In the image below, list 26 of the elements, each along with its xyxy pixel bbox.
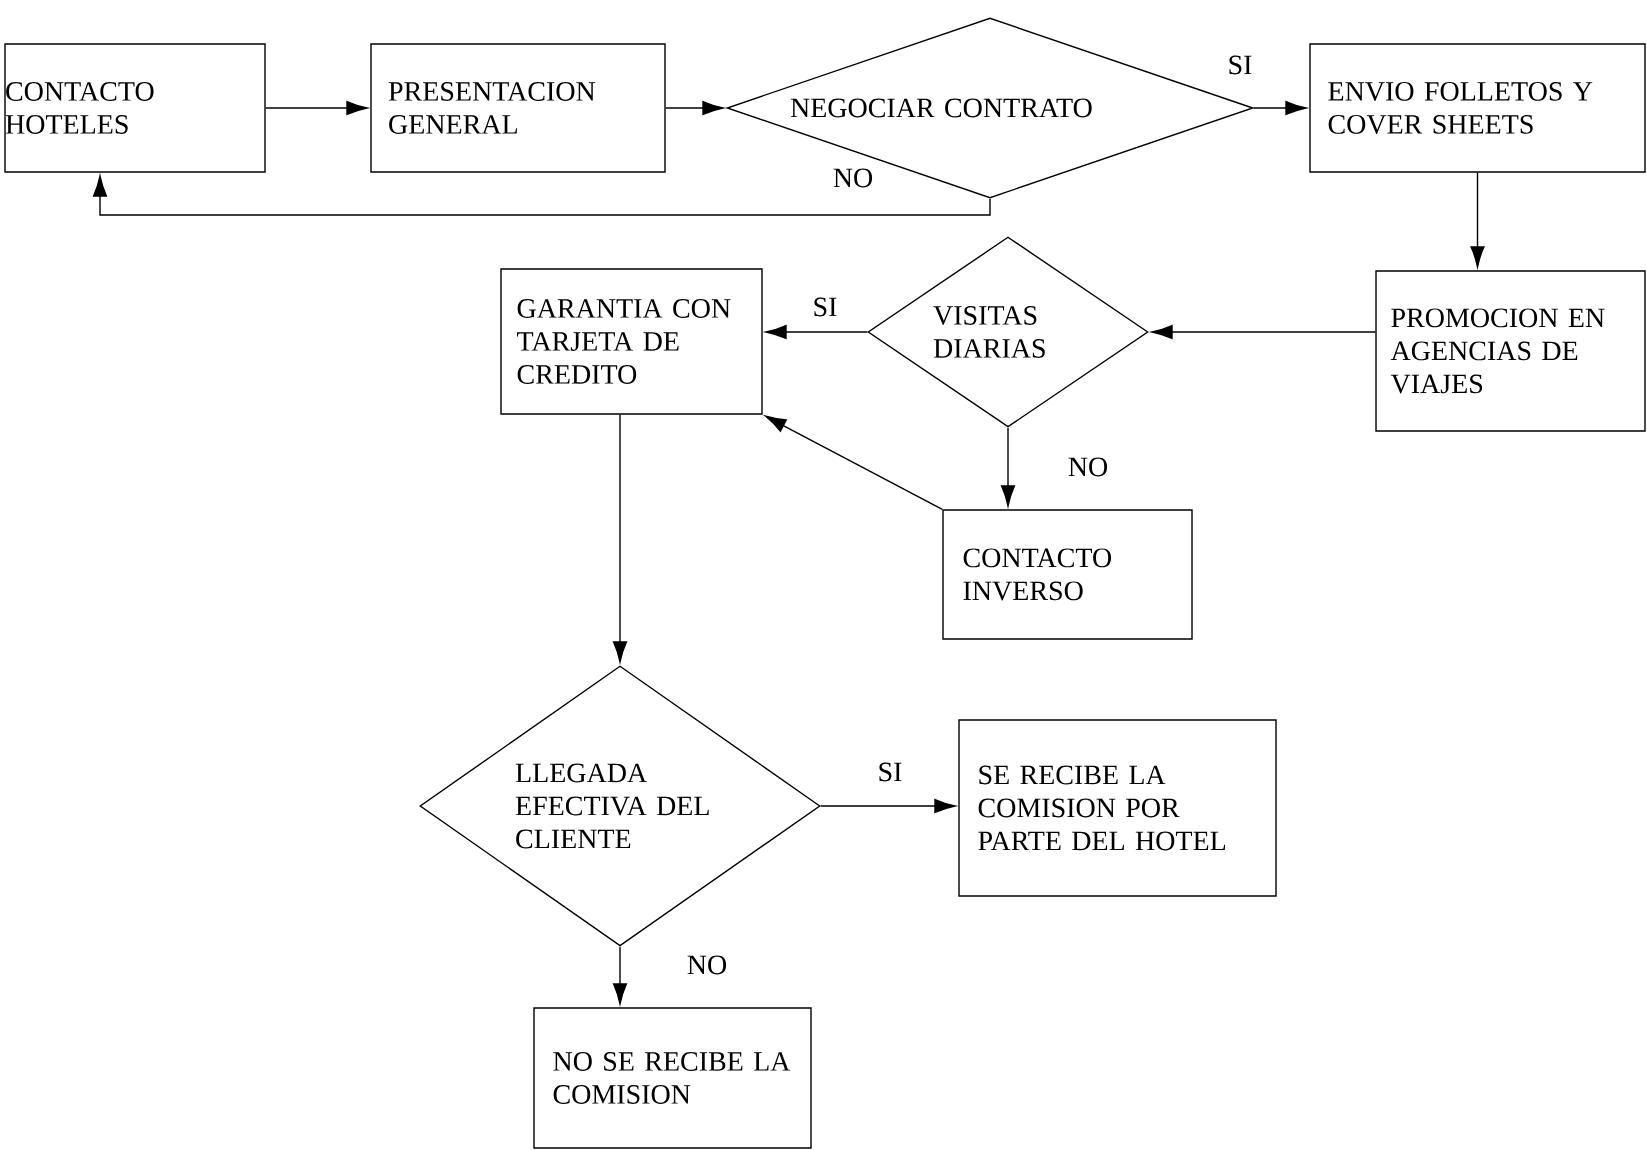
process-box: GARANTIA CON TARJETA DE CREDITO (500, 268, 763, 415)
arrow (665, 100, 724, 116)
arrow (1470, 172, 1485, 268)
edge-label: SI (810, 295, 840, 319)
edge-label: NO (684, 953, 730, 977)
arrow (265, 100, 368, 116)
arrow (92, 175, 991, 216)
process-box: ENVIO FOLLETOS Y COVER SHEETS (1309, 43, 1646, 173)
edge-label: SI (875, 760, 905, 784)
edge-label: NO (1065, 455, 1111, 479)
edge-label: SI (1225, 53, 1255, 77)
process-box: CONTACTO HOTELES (4, 43, 266, 173)
arrow (820, 798, 956, 814)
arrow (1253, 100, 1307, 116)
process-box: NO SE RECIBE LA COMISION (533, 1007, 812, 1149)
arrow (765, 324, 868, 340)
arrow (1000, 427, 1016, 507)
arrow (612, 414, 628, 663)
arrow (1151, 324, 1376, 340)
process-box: CONTACTO INVERSO (942, 509, 1193, 640)
process-box: SE RECIBE LA COMISION POR PARTE DEL HOTEL (958, 719, 1277, 897)
edge-label: NO (830, 166, 876, 190)
process-box: PRESENTACION GENERAL (370, 43, 666, 173)
arrow (765, 415, 943, 510)
process-box: PROMOCION EN AGENCIAS DE VIAJES (1375, 270, 1646, 432)
arrow (612, 945, 628, 1005)
